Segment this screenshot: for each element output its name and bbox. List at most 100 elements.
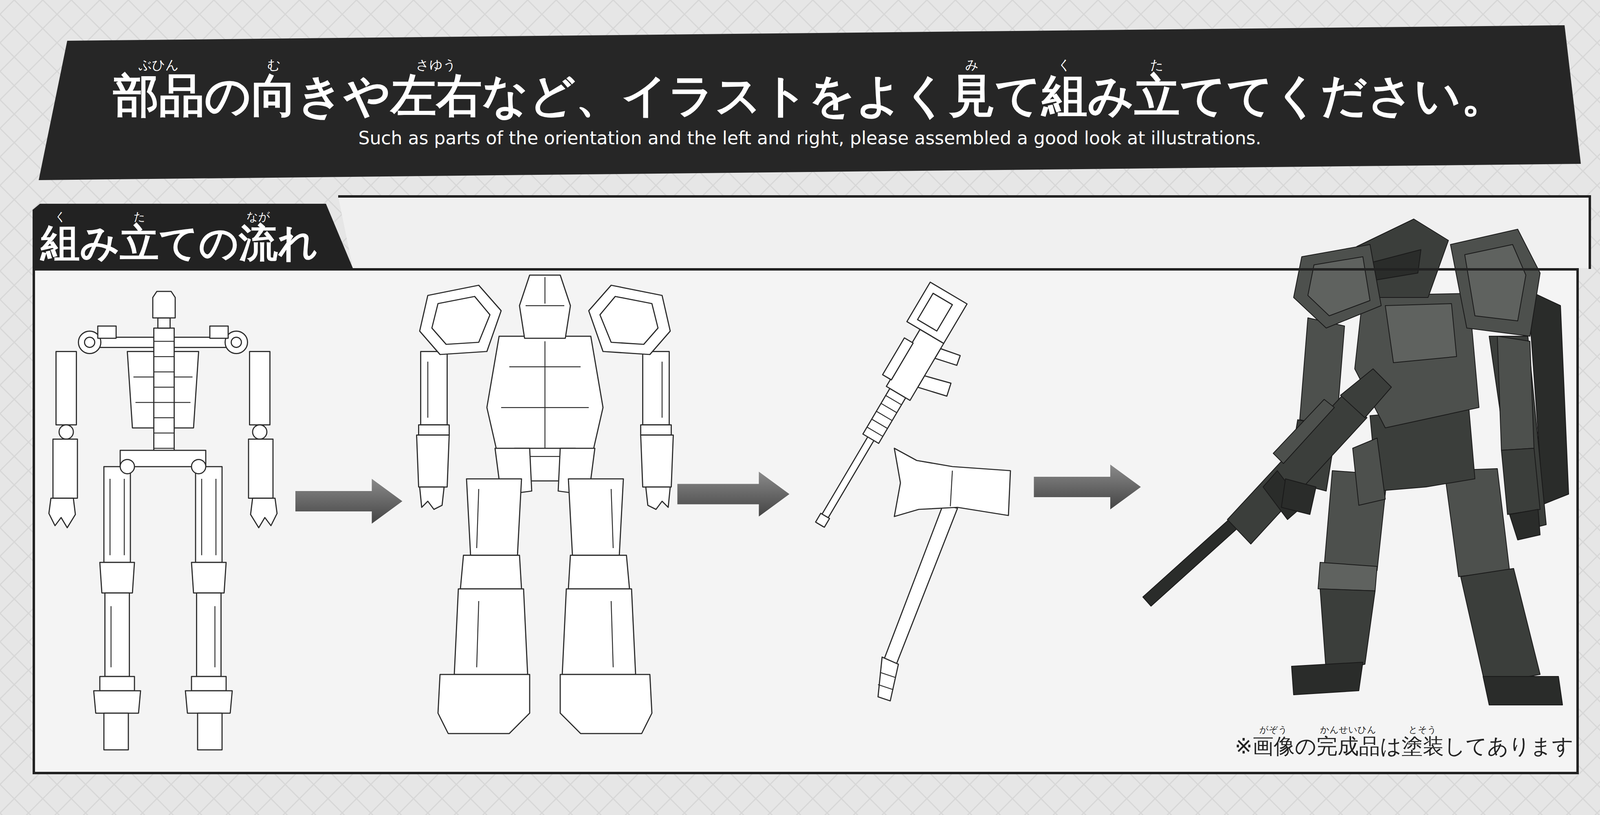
upper-arm-frame: [56, 351, 77, 425]
furigana-box: かんせいひん: [1320, 725, 1377, 735]
detail-line: [154, 356, 175, 357]
hip-joint: [191, 459, 206, 474]
furigana-box: がぞう: [1259, 725, 1288, 735]
detail-line: [661, 361, 663, 419]
head-frame: [152, 291, 176, 318]
detail-line: [427, 361, 429, 419]
detail-line: [867, 426, 883, 437]
furigana-box: た: [1150, 58, 1164, 72]
detail-line: [215, 478, 217, 556]
detail-line: [154, 401, 175, 403]
foot-armor: [560, 674, 652, 734]
furigana: ぶひん: [138, 58, 179, 72]
detail-line: [154, 417, 175, 419]
banner-heading: 部品の向きや左右など、イラストをよく見て組み立ててください。: [113, 69, 1507, 122]
section-heading: 組み立ての流れ: [40, 221, 318, 265]
shin-frame: [196, 592, 222, 677]
detail-line: [880, 672, 896, 678]
rifle-barrel: [816, 435, 875, 527]
knee-armor: [460, 555, 522, 590]
frame-figure: [48, 291, 278, 750]
hand: [419, 486, 445, 510]
furigana: く: [1057, 58, 1072, 72]
ankle-frame: [99, 676, 135, 691]
rifle-scope: [882, 337, 914, 380]
skirt: [1352, 437, 1386, 506]
axe-grip: [878, 657, 899, 702]
hand: [250, 498, 278, 529]
elbow-joint: [252, 424, 267, 440]
rifle-stock-detail: [917, 293, 953, 332]
furigana-box: た: [133, 211, 146, 223]
foot: [1483, 676, 1563, 705]
furigana-box: ぶひん: [138, 58, 179, 72]
forearm-frame: [248, 439, 273, 499]
rifle-stock: [906, 281, 968, 344]
furigana-box: む: [267, 58, 281, 72]
arm: [1501, 448, 1541, 515]
axe-head: [894, 448, 1011, 517]
hand: [1281, 478, 1317, 515]
leg: [1320, 588, 1376, 673]
thigh-frame: [195, 466, 223, 563]
furigana: た: [1150, 58, 1164, 72]
neck: [158, 317, 171, 328]
detail-line: [476, 600, 479, 668]
shoulder-bracket: [97, 325, 117, 339]
furigana: く: [54, 211, 67, 223]
knee-frame: [191, 562, 227, 593]
detail-line: [611, 488, 614, 549]
leg: [1460, 568, 1541, 685]
detail-line: [529, 455, 561, 457]
banner-translation: Such as parts of the orientation and the…: [358, 127, 1262, 150]
furigana: た: [133, 211, 146, 223]
armored-figure: [416, 275, 674, 734]
detail-line: [154, 371, 175, 372]
ankle-frame: [191, 676, 227, 691]
hand: [1509, 509, 1541, 540]
detail-line: [611, 600, 614, 668]
furigana: かんせいひん: [1320, 725, 1377, 735]
hand: [645, 486, 671, 510]
furigana: とそう: [1408, 725, 1437, 735]
detail-line: [154, 340, 175, 342]
detail-line: [871, 419, 888, 429]
furigana-box: とそう: [1408, 725, 1437, 735]
shin-frame: [105, 592, 130, 677]
furigana-box: さゆう: [415, 58, 457, 72]
detail-line: [214, 606, 216, 668]
shin-armor: [454, 588, 528, 675]
knee: [1318, 562, 1378, 591]
arm: [1497, 336, 1534, 451]
foot-armor: [437, 674, 530, 734]
shoulder-armor: [588, 285, 671, 355]
detail-line: [154, 386, 175, 388]
knee-armor: [568, 555, 630, 590]
shoulder: [1450, 229, 1541, 337]
furigana-box: く: [54, 211, 67, 223]
head-armor: [519, 275, 571, 339]
spine: [154, 327, 175, 457]
finished-figure: [1142, 219, 1569, 706]
detail-line: [876, 411, 893, 421]
elbow-armor: [418, 424, 450, 436]
axe-handle: [884, 504, 958, 665]
forearm-armor: [640, 435, 674, 488]
shin-armor: [562, 588, 636, 675]
detail-line: [880, 403, 897, 413]
rifle-handguard: [862, 388, 906, 444]
shoulder: [1464, 244, 1526, 322]
detail-line: [110, 606, 112, 668]
flow-arrow: [1034, 464, 1142, 510]
rifle-stock: [1340, 368, 1392, 418]
furigana: なが: [246, 211, 271, 223]
visor: [1370, 249, 1422, 281]
chest: [1385, 303, 1457, 363]
furigana-box: み: [965, 58, 979, 72]
furigana: み: [965, 58, 979, 72]
axe: [878, 448, 1011, 701]
knee-frame: [99, 562, 135, 593]
banner-band: [38, 25, 1581, 181]
